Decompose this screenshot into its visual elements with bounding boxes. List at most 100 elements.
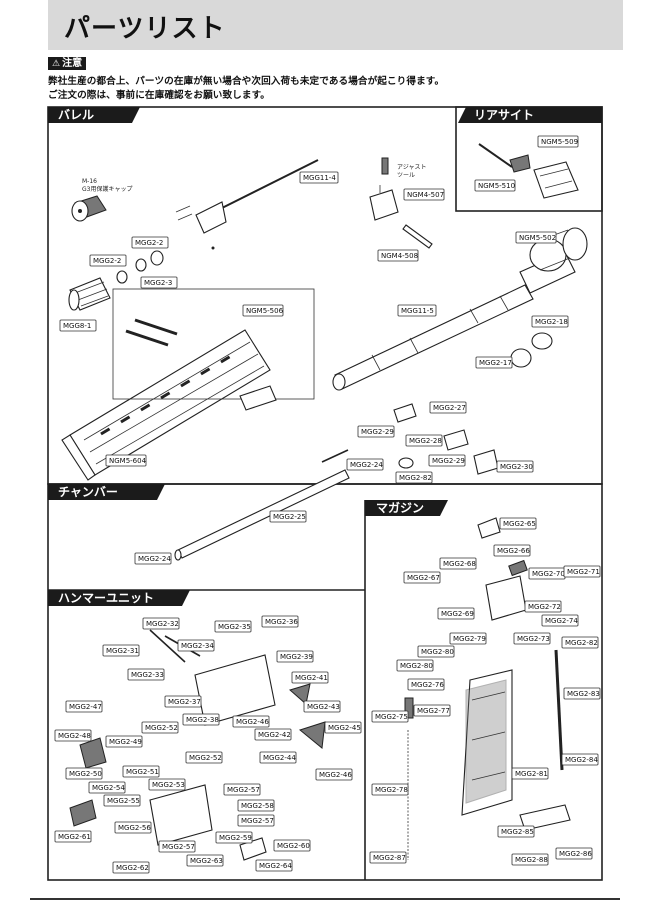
part-label: MGG2-25 — [269, 510, 307, 523]
section-title-barrel: バレル — [58, 108, 94, 122]
washer — [150, 250, 164, 266]
part-label: MGG2-60 — [273, 839, 311, 852]
part-label: MGG2-81 — [511, 767, 549, 780]
part-label: MGG2-86 — [555, 847, 593, 860]
magazine-lip — [477, 517, 501, 539]
stock-note-line-2: ご注文の際は、事前に在庫確認をお願い致します。 — [48, 90, 270, 101]
part-label: MGG2-34 — [177, 639, 215, 652]
follower — [404, 697, 414, 719]
svg-text:MGG2-80: MGG2-80 — [400, 662, 433, 670]
svg-text:MGG2-87: MGG2-87 — [373, 854, 406, 862]
svg-text:MGG2-82: MGG2-82 — [565, 639, 598, 647]
o-ring — [510, 348, 532, 368]
svg-text:MGG2-79: MGG2-79 — [453, 635, 486, 643]
hammer — [288, 683, 311, 705]
part-label: MGG2-88 — [511, 853, 549, 866]
part-label: MGG2-70 — [528, 567, 566, 580]
part-label: MGG2-50 — [65, 767, 103, 780]
part-label: MGG2-31 — [102, 644, 140, 657]
rear-sight-screw — [478, 143, 513, 168]
adjust-tool-note-1: アジャスト — [397, 164, 426, 171]
part-label: MGG2-45 — [324, 721, 362, 734]
part-label: NGM5-510 — [474, 179, 516, 192]
part-label: MGG2-51 — [122, 765, 160, 778]
svg-text:MGG2-57: MGG2-57 — [241, 817, 274, 825]
section-header-magazine: マガジン — [365, 500, 448, 516]
svg-text:MGG2-60: MGG2-60 — [277, 842, 310, 850]
part-label: MGG2-71 — [563, 565, 601, 578]
part-label: MGG2-36 — [261, 615, 299, 628]
svg-text:MGG2-29: MGG2-29 — [432, 457, 465, 465]
handguard-clamp — [239, 385, 277, 411]
part-label: MGG11-5 — [397, 304, 437, 317]
magazine-body — [461, 669, 513, 816]
svg-text:MGG2-56: MGG2-56 — [118, 824, 151, 832]
svg-text:MGG2-85: MGG2-85 — [501, 828, 534, 836]
part-label: MGG2-54 — [88, 781, 126, 794]
svg-text:MGG2-67: MGG2-67 — [407, 574, 440, 582]
part-label: NGM4-508 — [377, 249, 419, 262]
svg-text:MGG2-29: MGG2-29 — [361, 428, 394, 436]
svg-text:MGG2-42: MGG2-42 — [258, 731, 291, 739]
svg-text:MGG2-33: MGG2-33 — [131, 671, 164, 679]
handguard-inset-frame — [112, 288, 315, 400]
svg-text:MGG2-2: MGG2-2 — [93, 257, 121, 265]
part-label: NGM5-502 — [515, 231, 557, 244]
stock-note-line-1: 弊社生産の都合上、パーツの在庫が無い場合や次回入荷も未定である場合が起こり得ます… — [48, 76, 445, 87]
part-label: MGG2-72 — [524, 600, 562, 613]
svg-text:MGG2-72: MGG2-72 — [528, 603, 561, 611]
svg-text:MGG2-54: MGG2-54 — [92, 784, 125, 792]
part-label: NGM5-604 — [105, 454, 147, 467]
svg-text:MGG2-45: MGG2-45 — [328, 724, 361, 732]
svg-text:MGG2-46: MGG2-46 — [319, 771, 352, 779]
page-title: パーツリスト — [64, 14, 226, 44]
part-label: NGM5-506 — [242, 304, 284, 317]
part-label: MGG2-85 — [497, 825, 535, 838]
svg-text:MGG2-73: MGG2-73 — [517, 635, 550, 643]
svg-text:MGG2-55: MGG2-55 — [107, 797, 140, 805]
svg-text:MGG2-63: MGG2-63 — [190, 857, 223, 865]
flash-hider — [68, 277, 111, 311]
magazine-valve-block — [485, 575, 527, 621]
svg-text:MGG2-53: MGG2-53 — [152, 781, 185, 789]
svg-text:MGG2-49: MGG2-49 — [109, 738, 142, 746]
svg-text:MGG2-57: MGG2-57 — [227, 786, 260, 794]
part-label: MGG2-2 — [89, 254, 127, 267]
part-label: MGG2-29 — [357, 425, 395, 438]
svg-text:MGG11-4: MGG11-4 — [303, 174, 336, 182]
part-label: MGG2-35 — [214, 620, 252, 633]
washer — [135, 258, 147, 272]
part-label: NGM4-507 — [403, 188, 445, 201]
part-label: MGG2-63 — [186, 854, 224, 867]
protective-cap — [71, 195, 107, 222]
caution-badge: ⚠注意 — [48, 57, 87, 70]
svg-text:NGM4-508: NGM4-508 — [381, 252, 418, 260]
svg-text:MGG2-52: MGG2-52 — [145, 724, 178, 732]
svg-text:MGG2-17: MGG2-17 — [479, 359, 512, 367]
part-label: MGG2-75 — [371, 710, 409, 723]
svg-text:MGG2-24: MGG2-24 — [138, 555, 171, 563]
warning-icon: ⚠ — [52, 59, 61, 69]
svg-text:MGG2-28: MGG2-28 — [409, 437, 442, 445]
handguard-rail — [61, 329, 271, 481]
svg-text:MGG2-84: MGG2-84 — [565, 756, 598, 764]
part-label: MGG2-69 — [437, 607, 475, 620]
washer — [116, 270, 128, 284]
footer-rule — [30, 898, 620, 900]
svg-text:MGG2-37: MGG2-37 — [168, 698, 201, 706]
svg-text:MGG2-62: MGG2-62 — [116, 864, 149, 872]
part-label: MGG2-83 — [563, 687, 601, 700]
part-label: NGM5-509 — [537, 135, 579, 148]
part-label: MGG2-58 — [237, 799, 275, 812]
section-title-hammer-unit: ハンマーユニット — [58, 591, 154, 605]
valve-part — [508, 559, 528, 577]
part-label: MGG2-56 — [114, 821, 152, 834]
part-label: MGG2-29 — [428, 454, 466, 467]
svg-text:MGG2-78: MGG2-78 — [375, 786, 408, 794]
svg-text:MGG2-75: MGG2-75 — [375, 713, 408, 721]
adjust-tool-note-2: ツール — [397, 172, 415, 179]
front-sight — [369, 189, 399, 221]
spacer-ring — [531, 332, 553, 350]
trigger — [298, 721, 326, 749]
part-label: MGG2-3 — [140, 276, 178, 289]
